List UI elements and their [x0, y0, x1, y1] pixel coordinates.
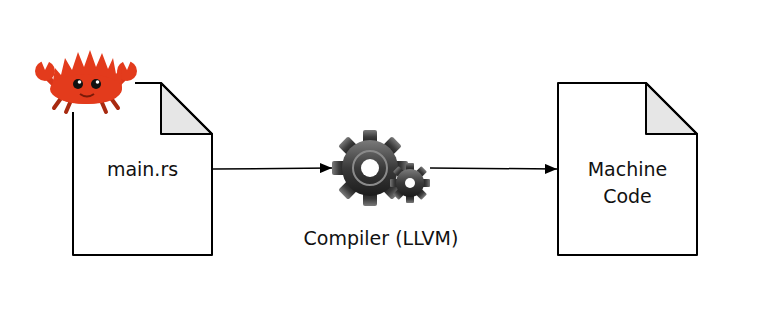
source-file: main.rs	[72, 82, 213, 256]
file-label: main.rs	[107, 156, 178, 183]
ferris-crab	[35, 50, 137, 112]
gear-icon	[332, 130, 430, 206]
compiler-gear: Compiler (LLVM)	[332, 130, 430, 206]
compiler-label: Compiler (LLVM)	[304, 225, 459, 252]
file-label: Machine Code	[578, 156, 678, 210]
page-border	[558, 83, 697, 255]
flow-arrow	[430, 168, 557, 169]
page-border	[73, 83, 212, 255]
output-file: Machine Code	[557, 82, 698, 256]
flow-arrow	[213, 168, 332, 169]
